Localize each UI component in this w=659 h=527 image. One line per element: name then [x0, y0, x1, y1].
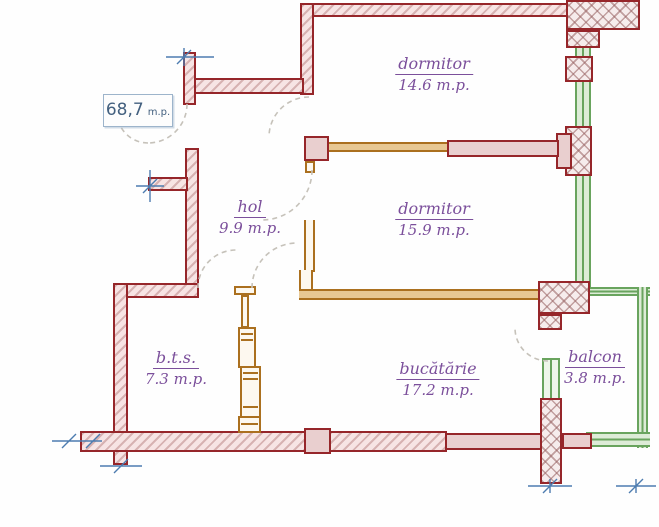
- room-label-balcon: balcon 3.8 m.p.: [564, 348, 626, 387]
- room-area: 7.3 m.p.: [145, 369, 207, 388]
- room-area: 9.9 m.p.: [219, 218, 281, 237]
- dimension-mark-balcony-column: [528, 478, 572, 494]
- shaft-base: [238, 416, 261, 433]
- room-area: 3.8 m.p.: [564, 368, 626, 387]
- balcony-outline-right: [637, 287, 648, 448]
- room-label-bts: b.t.s. 7.3 m.p.: [145, 349, 207, 388]
- room-label-dormitor-2: dormitor 15.9 m.p.: [395, 200, 473, 239]
- dimension-mark-entry-top: [166, 48, 214, 66]
- wall-interdorm-orange: [327, 142, 447, 152]
- dimension-mark-bottom-left: [52, 433, 102, 449]
- dimension-mark-below-left-wall: [100, 458, 142, 474]
- wall-upper-left-vertical: [300, 3, 314, 95]
- room-name: balcon: [565, 348, 625, 368]
- wall-entry-stub: [183, 52, 196, 105]
- wall-left-stub: [148, 177, 188, 191]
- column-kitchen-right-upper: [538, 281, 590, 314]
- room-name: dormitor: [395, 200, 473, 220]
- room-name: bucătărie: [396, 360, 480, 380]
- door-arc-balcony: [514, 327, 549, 362]
- dimension-mark-balcony-right: [616, 478, 656, 494]
- column-top-right-block: [566, 0, 640, 30]
- column-top-right-step: [566, 30, 600, 48]
- wall-hol-dormitor-orange: [304, 220, 315, 272]
- door-jamb-stub-orange: [305, 161, 315, 173]
- shaft-cap: [234, 286, 256, 295]
- wall-bottom-right-end: [562, 433, 592, 449]
- column-right-middle: [565, 126, 592, 176]
- wall-hol-left-vertical: [185, 148, 199, 290]
- wall-bts-top: [113, 283, 199, 298]
- room-name: hol: [234, 198, 266, 218]
- room-label-dormitor-1: dormitor 14.6 m.p.: [395, 55, 473, 94]
- room-name: b.t.s.: [152, 349, 200, 369]
- door-arc-dormitor2: [261, 169, 313, 221]
- wall-entry-horizontal: [190, 78, 304, 94]
- wall-kitchen-top: [299, 289, 542, 300]
- shaft-box-upper: [238, 327, 256, 368]
- column-hol-red: [304, 136, 329, 161]
- room-name: dormitor: [395, 55, 473, 75]
- room-area: 14.6 m.p.: [398, 75, 470, 94]
- wall-bottom-hatched: [80, 431, 447, 452]
- door-arc-dormitor1: [268, 96, 310, 138]
- room-label-hol: hol 9.9 m.p.: [219, 198, 281, 237]
- column-right-small: [565, 56, 593, 82]
- total-area-value: 68,7: [105, 100, 144, 120]
- room-label-bucatarie: bucătărie 17.2 m.p.: [396, 360, 480, 399]
- column-kitchen-right-lower: [538, 314, 562, 330]
- door-arc-kitchen: [251, 242, 298, 289]
- door-arc-bts: [197, 249, 237, 289]
- column-bottom-wall-block: [304, 428, 331, 454]
- total-area-box: 68,7 m.p.: [103, 94, 173, 127]
- total-area-unit: m.p.: [147, 107, 171, 118]
- room-area: 17.2 m.p.: [402, 380, 474, 399]
- balcony-outline-top: [588, 287, 650, 296]
- door-arc-entrance-right: [147, 103, 188, 144]
- dimension-mark-left-stub: [136, 170, 164, 202]
- room-area: 15.9 m.p.: [398, 220, 470, 239]
- balcony-outline-bottom: [586, 432, 650, 447]
- wall-lower-left-vertical: [113, 283, 128, 465]
- column-balcony-bottom: [540, 398, 562, 484]
- wall-interdorm-pink: [447, 140, 559, 157]
